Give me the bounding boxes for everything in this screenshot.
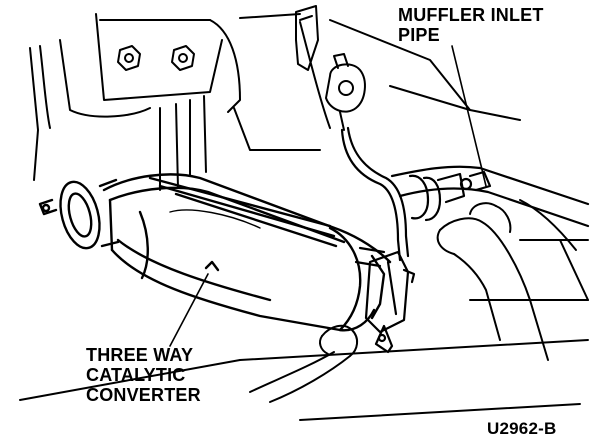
muffler-label-line-2: PIPE [398, 25, 440, 45]
heat-shield-bracket [295, 5, 319, 71]
catalytic-converter [38, 173, 392, 332]
exhaust-hanger [325, 53, 366, 131]
technician-right-hand [436, 199, 589, 361]
converter-label-line-2: CATALYTIC [86, 365, 186, 385]
muffler-pipe-leader [451, 45, 487, 187]
technician-left-hand [249, 324, 358, 403]
muffler-label-line-1: MUFFLER INLET [398, 5, 544, 25]
leader-lines [169, 45, 487, 347]
outlet-flange [364, 250, 416, 354]
muffler-inlet-pipe-label: MUFFLER INLET PIPE [398, 6, 544, 46]
muffler-inlet-pipe [340, 126, 590, 268]
figure-id-label: U2962-B [487, 419, 557, 438]
mounting-studs [117, 45, 195, 71]
catalytic-converter-label: THREE WAY CATALYTIC CONVERTER [86, 346, 201, 406]
converter-label-line-1: THREE WAY [86, 345, 194, 365]
converter-leader [169, 273, 209, 347]
converter-label-line-3: CONVERTER [86, 385, 201, 405]
floor-pan-outline [19, 13, 589, 421]
